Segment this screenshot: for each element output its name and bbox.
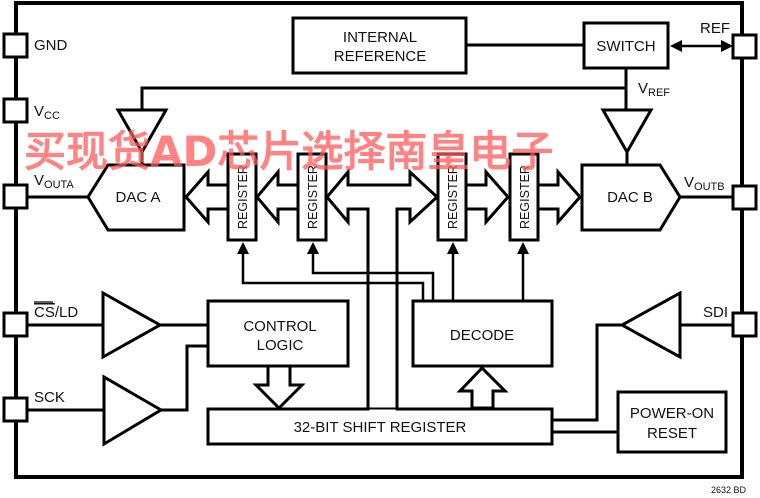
dac-a-block: DAC A xyxy=(86,163,186,232)
pin-sdi: SDI xyxy=(680,304,758,338)
pin-ref-label: REF xyxy=(700,20,730,37)
pin-ref: REF xyxy=(700,20,758,60)
dac-b-ref-buffer xyxy=(600,108,654,156)
sdi-input-buffer xyxy=(618,290,682,360)
bus-arrow-shift-to-decode xyxy=(456,365,509,410)
internal-reference-block: INTERNAL REFERENCE xyxy=(291,16,468,75)
pin-sdi-label: SDI xyxy=(703,304,728,321)
shift-register-block: 32-BIT SHIFT REGISTER xyxy=(206,407,554,446)
bus-arrow-reg3-to-reg4 xyxy=(464,168,510,226)
sdi-wire xyxy=(552,323,622,422)
sck-wire xyxy=(161,344,208,412)
pin-voutb-label: VOUTB xyxy=(684,174,725,193)
register-1: REGISTER xyxy=(226,152,258,242)
decode-block: DECODE xyxy=(411,299,554,368)
svg-text:REGISTER: REGISTER xyxy=(306,165,320,229)
dac-b-block: DAC B xyxy=(580,163,682,232)
svg-text:LOGIC: LOGIC xyxy=(257,337,304,354)
pin-gnd-label: GND xyxy=(34,37,68,54)
control-logic-block: CONTROL LOGIC xyxy=(206,299,350,368)
pin-sck-label: SCK xyxy=(34,389,65,406)
svg-text:DAC B: DAC B xyxy=(607,189,653,206)
bus-arrow-reg4-to-dac-b xyxy=(536,168,582,226)
chip-outline xyxy=(14,1,744,479)
bus-arrow-reg2-to-reg1 xyxy=(255,167,300,227)
svg-text:REGISTER: REGISTER xyxy=(236,165,250,229)
svg-text:POWER-ON: POWER-ON xyxy=(630,405,714,422)
power-on-reset-block: POWER-ON RESET xyxy=(616,390,728,454)
register-3: REGISTER xyxy=(436,152,468,242)
svg-text:RESET: RESET xyxy=(647,425,697,442)
pin-vouta: VOUTA xyxy=(2,172,88,210)
svg-text:CONTROL: CONTROL xyxy=(243,318,316,335)
sck-input-buffer xyxy=(102,374,164,447)
pin-voutb: VOUTB xyxy=(680,174,758,211)
register-2: REGISTER xyxy=(296,152,328,242)
register-4: REGISTER xyxy=(508,152,540,242)
bus-arrow-control-to-shift xyxy=(252,364,306,411)
bus-arrow-shift-to-regs xyxy=(325,167,440,412)
pin-vcc: VCC xyxy=(2,97,60,124)
pin-vouta-label: VOUTA xyxy=(34,172,74,191)
cs-input-buffer xyxy=(101,290,164,360)
pin-cs-ld: CS/LD xyxy=(2,301,103,338)
bus-arrow-reg1-to-dac-a xyxy=(184,168,230,226)
switch-block: SWITCH xyxy=(582,21,670,70)
svg-text:INTERNAL: INTERNAL xyxy=(343,29,417,46)
svg-text:SWITCH: SWITCH xyxy=(596,38,655,55)
pin-sck: SCK xyxy=(2,389,104,423)
svg-text:32-BIT SHIFT REGISTER: 32-BIT SHIFT REGISTER xyxy=(294,419,467,436)
svg-text:DECODE: DECODE xyxy=(450,327,514,344)
pin-vcc-label: VCC xyxy=(34,103,60,122)
watermark-text: 买现货AD芯片选择南皇电子 xyxy=(24,127,553,176)
vref-label: VREF xyxy=(638,80,670,99)
svg-text:REFERENCE: REFERENCE xyxy=(334,48,427,65)
dac-a-ref-buffer xyxy=(115,108,169,156)
svg-text:DAC A: DAC A xyxy=(115,189,160,206)
figure-id: 2632 BD xyxy=(711,485,747,495)
svg-text:REGISTER: REGISTER xyxy=(446,165,460,229)
svg-text:REGISTER: REGISTER xyxy=(518,165,532,229)
ref-bidirectional-arrow xyxy=(670,40,733,52)
load-lines xyxy=(237,242,529,300)
vref-bus-wire xyxy=(140,86,626,110)
pin-cs-ld-label: CS/LD xyxy=(34,304,78,321)
pin-gnd: GND xyxy=(2,32,68,59)
